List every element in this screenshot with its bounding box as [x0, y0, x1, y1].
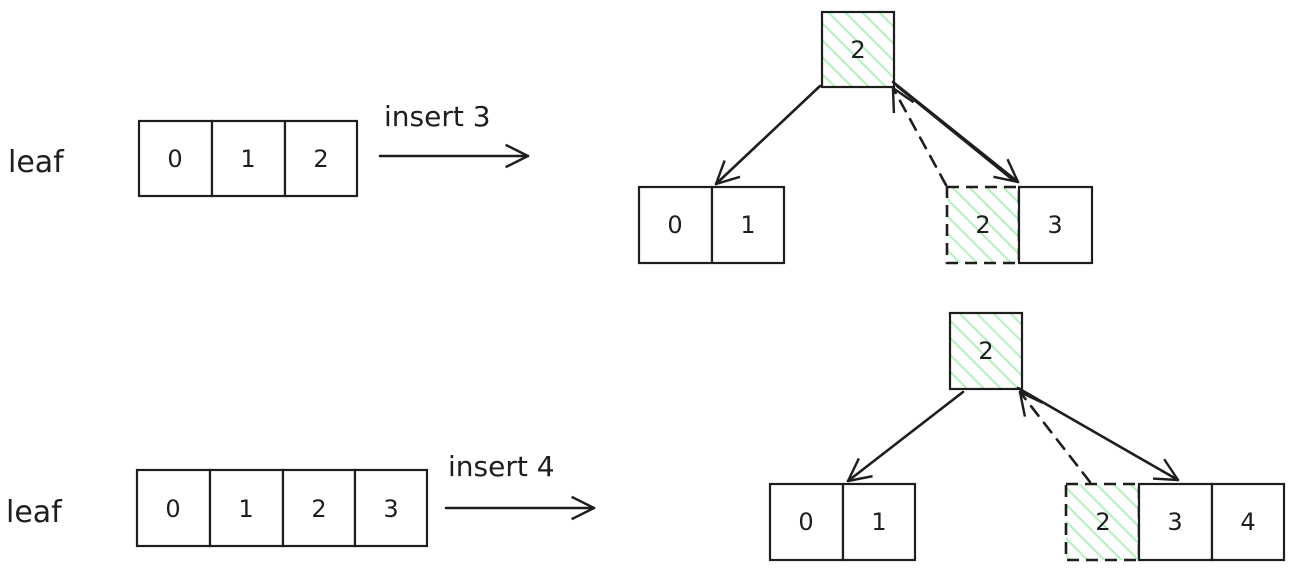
top-leaf-cell-0	[137, 119, 214, 198]
bottom-right-child-key-1: 4	[1240, 508, 1255, 536]
bottom-root-key: 2	[978, 337, 993, 365]
bottom-right-child-cell-1	[1210, 482, 1286, 562]
top-root-cell	[820, 10, 896, 89]
top-edge-root-to-left	[714, 84, 822, 186]
bottom-left-child-cell-1	[841, 482, 917, 562]
top-left-child-key-1: 1	[740, 211, 755, 239]
top-edge-root-to-right-sketch	[895, 84, 1015, 182]
bottom-leaf-key-2: 2	[311, 495, 326, 523]
bottom-root-cell	[948, 311, 1024, 391]
bottom-edge-root-to-left	[846, 390, 965, 483]
bottom-right-child-cell-0	[1137, 482, 1214, 562]
top-leaf-key-2: 2	[313, 145, 328, 173]
top-leaf-cell-1	[210, 119, 287, 198]
bottom-right-child-key-0: 3	[1167, 508, 1182, 536]
bottom-leaf-cell-3	[353, 468, 429, 548]
top-leaf-label: leaf	[8, 145, 65, 180]
bottom-left-child-cell-0	[768, 482, 845, 562]
bottom-right-child-promoted-cell	[1064, 482, 1141, 562]
top-right-child-promoted-cell	[945, 185, 1021, 265]
top-left-child-key-0: 0	[667, 211, 682, 239]
top-root-node: 2	[820, 10, 896, 89]
top-operation-label: insert 3	[384, 100, 491, 133]
bottom-leaf-key-0: 0	[165, 495, 180, 523]
top-root-key: 2	[850, 36, 865, 64]
top-right-child-key-0: 3	[1047, 211, 1062, 239]
top-leaf-key-0: 0	[167, 145, 182, 173]
bottom-right-child-promoted-key: 2	[1095, 508, 1110, 536]
bottom-leaf-cell-1	[208, 468, 285, 548]
top-right-child-cell-0	[1017, 185, 1094, 265]
bottom-left-child-node: 0 1	[768, 482, 917, 562]
bottom-left-child-key-1: 1	[871, 508, 886, 536]
top-left-child-node: 0 1	[637, 185, 786, 265]
top-right-child-node: 2 3	[945, 185, 1094, 265]
bottom-edge-promote-dashed	[1018, 390, 1092, 484]
top-leaf-key-1: 1	[240, 145, 255, 173]
bottom-root-node: 2	[948, 311, 1024, 391]
bottom-leaf-cell-2	[281, 468, 357, 548]
bottom-leaf-node: 0 1 2 3	[135, 468, 429, 548]
bottom-edge-root-to-right	[1016, 386, 1180, 482]
top-right-child-promoted-key: 2	[975, 211, 990, 239]
bottom-leaf-key-1: 1	[238, 495, 253, 523]
top-edge-promote-dashed	[891, 86, 948, 187]
bottom-leaf-key-3: 3	[383, 495, 398, 523]
top-leaf-cell-2	[283, 119, 359, 198]
bottom-right-child-node: 2 3 4	[1064, 482, 1286, 562]
top-left-child-cell-1	[710, 185, 786, 265]
bottom-leaf-cell-0	[135, 468, 212, 548]
bottom-left-child-key-0: 0	[798, 508, 813, 536]
bottom-leaf-label: leaf	[6, 495, 63, 530]
bottom-operation-label: insert 4	[448, 450, 555, 483]
top-leaf-node: 0 1 2	[137, 119, 359, 198]
